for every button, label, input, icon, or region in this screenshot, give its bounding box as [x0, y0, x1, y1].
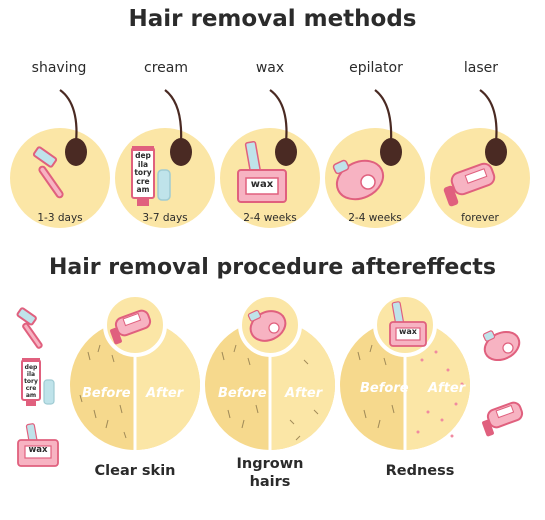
cream-tube-side-icon: [21, 358, 55, 406]
epilator-icon: [332, 159, 385, 201]
before-label: Before: [218, 386, 267, 401]
cream-text-line: tory: [24, 378, 38, 385]
wax-jar-side-icon: [17, 423, 59, 467]
razor-side-icon: [16, 307, 43, 349]
duration-shaving: 1-3 days: [37, 212, 83, 224]
wax-label: wax: [399, 327, 417, 336]
duration-cream: 3-7 days: [142, 212, 188, 224]
before-label: Before: [82, 386, 131, 401]
cream-tube-icon: [131, 146, 171, 206]
aftereffect-panel-ingrown-hairs: [205, 293, 335, 450]
laser-device-icon: [443, 162, 496, 207]
after-label: After: [285, 386, 323, 401]
page-title: Hair removal methods: [128, 6, 417, 32]
method-circle-shaving: [10, 89, 110, 228]
razor-icon: [32, 146, 64, 199]
section-title: Hair removal procedure aftereffects: [48, 255, 497, 280]
result-redness: Redness: [385, 463, 455, 479]
cream-text-line: dep: [135, 151, 151, 160]
wax-label: wax: [250, 179, 274, 190]
method-label-wax: wax: [255, 60, 285, 76]
duration-wax: 2-4 weeks: [243, 212, 297, 224]
method-circle-wax: [220, 89, 320, 228]
epilator-icon: [247, 309, 287, 342]
cream-text-line: am: [25, 392, 37, 399]
cream-text-line: cre: [136, 176, 150, 186]
wax-jar-icon: [237, 140, 287, 203]
cream-text-line: ila: [26, 371, 36, 378]
method-circle-epilator: [325, 89, 425, 228]
laser-device-icon: [110, 309, 152, 345]
method-label-shaving: shaving: [31, 60, 87, 76]
wax-jar-icon: [389, 301, 427, 347]
method-circle-laser: [430, 89, 530, 228]
after-label: After: [428, 381, 466, 396]
after-label: After: [146, 386, 184, 401]
before-label: Before: [360, 381, 409, 396]
cream-side-text: dep ila tory cre am: [21, 364, 41, 399]
duration-laser: forever: [461, 212, 499, 224]
cream-text-line: cre: [25, 385, 37, 392]
wax-label: wax: [28, 445, 48, 455]
cream-text-line: ila: [137, 159, 149, 169]
epilator-side-icon: [482, 330, 521, 362]
cream-text-line: tory: [134, 168, 152, 177]
method-label-laser: laser: [463, 60, 499, 76]
duration-epilator: 2-4 weeks: [348, 212, 402, 224]
aftereffect-panel-clear-skin: [70, 293, 200, 450]
method-label-epilator: epilator: [349, 60, 403, 76]
cream-tube-text: dep ila tory cre am: [131, 151, 155, 195]
method-circle-cream: [115, 89, 215, 228]
aftereffect-panel-redness: [340, 293, 470, 450]
cream-text-line: dep: [24, 364, 38, 371]
cream-text-line: am: [136, 185, 150, 194]
result-ingrown-hairs: Ingrown hairs: [236, 456, 304, 490]
result-clear-skin: Clear skin: [94, 463, 176, 479]
method-label-cream: cream: [144, 60, 188, 76]
laser-side-icon: [482, 401, 524, 437]
